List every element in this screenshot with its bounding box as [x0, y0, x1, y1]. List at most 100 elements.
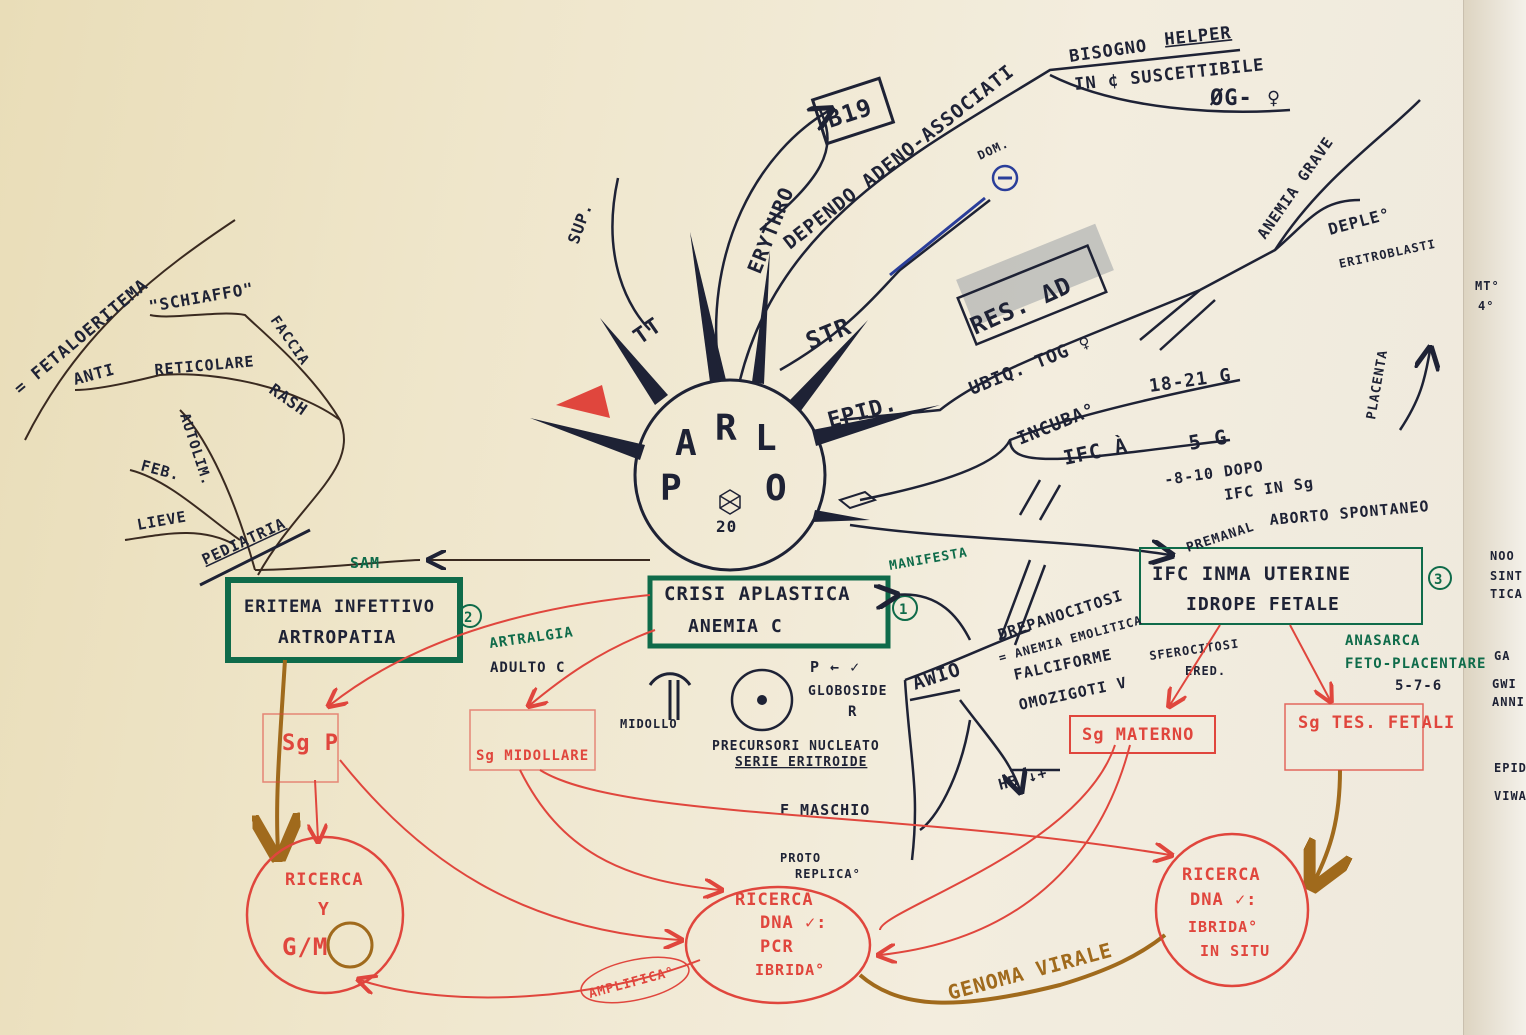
label-replica: REPLICA° [795, 867, 861, 881]
label-premanal: PREMANAL [1185, 520, 1257, 556]
red-node-sg-materno: Sg MATERNO [1082, 725, 1194, 745]
label-f-maschio: F MASCHIO [780, 801, 870, 819]
label-manifesta: MANIFESTA [888, 545, 969, 574]
label-sup: SUP. [564, 200, 596, 246]
center-spikes [530, 232, 940, 522]
label-tt: TT [629, 313, 667, 350]
red-node-sg-midollare: Sg MIDOLLARE [476, 748, 589, 764]
m-circle [326, 921, 374, 969]
label-helper: HELPER [1163, 23, 1232, 50]
box-crisi-num: 1 [899, 602, 908, 618]
label-genoma: GENOMA VIRALE [945, 938, 1115, 1005]
label-deple: DEPLE° [1326, 204, 1393, 239]
label-b19: B19 [823, 93, 876, 134]
circle-mid-l2: DNA ✓: [760, 913, 827, 933]
label-sam: SAM [350, 554, 380, 572]
left-tree-lines [24, 219, 650, 576]
label-placenta: PLACENTA [1364, 349, 1391, 421]
red-node-sg-p: Sg P [282, 731, 339, 756]
label-eritroblasti: ERITROBLASTI [1338, 237, 1437, 271]
center-letter-4: L [755, 418, 778, 459]
page-edge [1463, 0, 1526, 1035]
center-letter-3: R [715, 408, 738, 449]
label-anti: ANTI [71, 360, 117, 389]
b19-box [810, 76, 896, 146]
res-box-outline [956, 243, 1108, 347]
box-eritema: ERITEMA INFETTIVO ARTROPATIA 2 [225, 577, 482, 663]
label-rash: RASH [266, 380, 312, 420]
circle-left-l2: Y [318, 899, 330, 920]
cell-nucleus-icon [757, 695, 767, 705]
label-feb: FEB. [139, 456, 182, 484]
circle-mid-l1: RICERCA [735, 890, 814, 910]
label-18-21g: 18-21 G [1148, 365, 1233, 397]
blue-line [889, 196, 986, 277]
label-artralgia: ARTRALGIA [488, 624, 574, 652]
center-number: 20 [716, 517, 737, 536]
margin-10: VIWA [1494, 789, 1526, 803]
margin-7: GWI [1492, 677, 1517, 691]
box-eritema-line1: ERITEMA INFETTIVO [244, 597, 435, 617]
margin-2: 4° [1478, 299, 1494, 313]
label-dom: DOM. [975, 136, 1011, 163]
minus-icon [991, 164, 1019, 192]
label-globoside: GLOBOSIDE [808, 684, 887, 699]
circle-right-l2: DNA ✓: [1190, 890, 1257, 910]
center-letter-5: O [765, 468, 788, 509]
label-bisogno: BISOGNO [1068, 36, 1149, 67]
top-branch-lines [611, 48, 1421, 555]
box-crisi: CRISI APLASTICA ANEMIA C 1 [647, 575, 918, 649]
label-midollo: MIDOLLO [620, 717, 678, 731]
midollo-icon [648, 672, 692, 720]
box-eritema-line2: ARTROPATIA [278, 627, 396, 648]
label-str: STR [802, 312, 855, 355]
label-5g: 5 G [1187, 424, 1230, 454]
middle-lines [730, 289, 1430, 861]
circle-left-l1: RICERCA [285, 870, 364, 890]
box-crisi-line1: CRISI APLASTICA [664, 583, 851, 605]
box-ifc: IFC INMA UTERINE IDROPE FETALE 3 [1139, 547, 1452, 625]
label-adulto: ADULTO C [490, 660, 565, 676]
label-awio: AWIO [910, 658, 964, 694]
flag-icon [837, 490, 878, 510]
margin-notes: MT° 4° NOO SINT TICA GA GWI ANNI EPID VI… [1475, 279, 1526, 803]
box-ifc-num: 3 [1434, 572, 1443, 588]
label-r: R [848, 704, 857, 720]
label-proto: PROTO [780, 851, 821, 865]
center-letter-1: P [660, 468, 683, 509]
red-node-boxes [262, 703, 1424, 783]
pediatria-underline [199, 528, 311, 587]
label-p-arrow: P ← ✓ [810, 658, 860, 676]
ricerca-circles [245, 832, 1310, 1005]
box-ifc-line1: IFC INMA UTERINE [1152, 563, 1351, 585]
red-arrows [315, 594, 1330, 1004]
margin-4: SINT [1490, 569, 1523, 583]
box-eritema-num: 2 [464, 610, 473, 626]
label-sferocitosi: SFEROCITOSI [1148, 637, 1240, 663]
circle-right-l4: IN SITU [1200, 942, 1270, 960]
label-lieve: LIEVE [136, 508, 189, 534]
label-pediatria: PEDIATRIA [199, 514, 288, 568]
label-576: 5-7-6 [1395, 678, 1442, 694]
label-aborto: ABORTO SPONTANEO [1269, 497, 1430, 529]
margin-5: TICA [1490, 587, 1523, 601]
margin-9: EPID [1494, 761, 1526, 775]
ochre-arrows [277, 659, 1340, 1005]
box-crisi-line2: ANEMIA C [688, 616, 783, 637]
red-triangle-icon [556, 385, 610, 418]
label-serie-eritroide: SERIE ERITROIDE [735, 755, 867, 770]
label-precursori: PRECURSORI NUCLEATO [712, 739, 880, 754]
label-ered: ERED. [1185, 664, 1226, 678]
label-ifc-a: IFC À [1061, 433, 1130, 470]
circle-right-l3: IBRIDA° [1188, 918, 1258, 936]
label-feto-placentare: FETO-PLACENTARE [1345, 656, 1486, 672]
circle-mid-l3: PCR [760, 937, 794, 957]
circle-mid-l4: IBRIDA° [755, 961, 825, 979]
center-node [633, 378, 827, 572]
label-ongf: ØG- ♀ [1209, 86, 1281, 111]
margin-8: ANNI [1492, 695, 1525, 709]
box-ifc-line2: IDROPE FETALE [1186, 594, 1340, 615]
label-anasarca: ANASARCA [1345, 633, 1420, 649]
